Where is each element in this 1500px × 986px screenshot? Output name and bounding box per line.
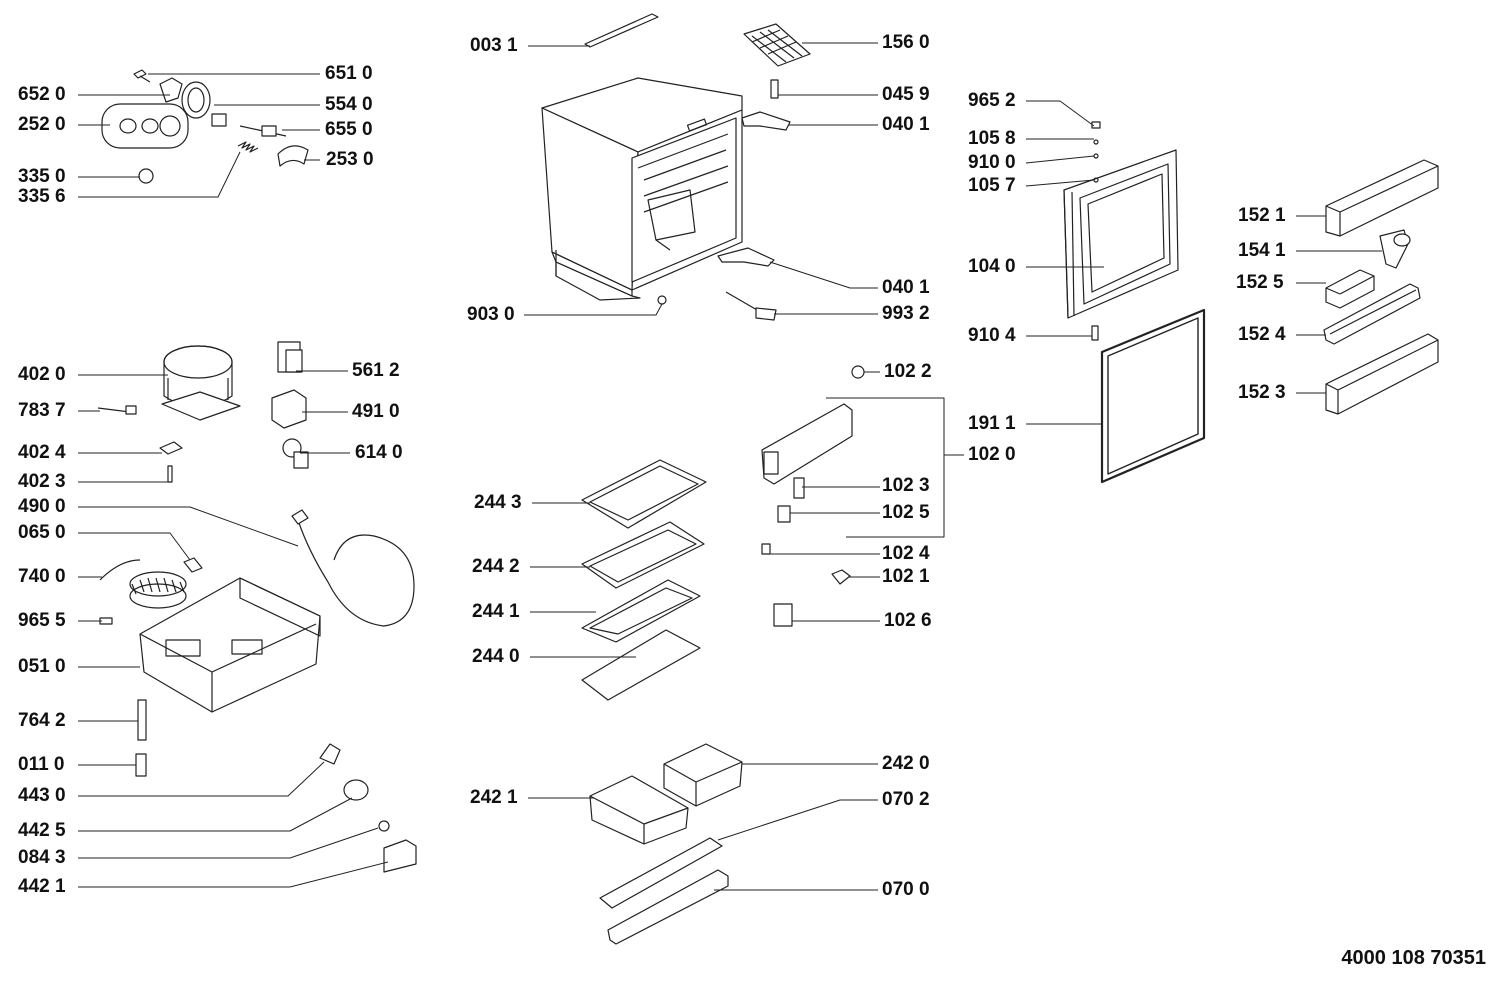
callout-label-0650: 065 0 xyxy=(18,522,66,543)
callout-label-3350: 335 0 xyxy=(18,166,66,187)
callout-label-9652: 965 2 xyxy=(968,90,1016,111)
callout-label-2443: 244 3 xyxy=(474,492,522,513)
leader-lines xyxy=(78,42,1382,891)
callout-label-0110: 011 0 xyxy=(18,754,65,775)
callout-label-6510: 651 0 xyxy=(325,63,373,84)
callout-label-1911: 191 1 xyxy=(968,413,1016,434)
callout-label-4425: 442 5 xyxy=(18,820,66,841)
callout-label-4430: 443 0 xyxy=(18,785,66,806)
callout-label-1524: 152 4 xyxy=(1238,324,1286,345)
callout-label-0459: 045 9 xyxy=(882,84,930,105)
callout-label-1022: 102 2 xyxy=(884,361,932,382)
callout-label-1025: 102 5 xyxy=(882,502,930,523)
callout-label-9104: 910 4 xyxy=(968,325,1016,346)
callout-label-2530: 253 0 xyxy=(326,149,374,170)
callout-label-7837: 783 7 xyxy=(18,400,66,421)
crisper-drawers xyxy=(589,743,743,945)
callout-label-1521: 152 1 xyxy=(1238,205,1286,226)
callout-label-4024: 402 4 xyxy=(18,442,66,463)
callout-label-1040: 104 0 xyxy=(968,256,1016,277)
callout-label-4023: 402 3 xyxy=(18,471,66,492)
callout-label-1026: 102 6 xyxy=(884,610,932,631)
callout-label-1523: 152 3 xyxy=(1238,382,1286,403)
glass-shelves xyxy=(581,459,707,701)
callout-label-0401-bottom: 040 1 xyxy=(882,277,930,298)
compressor-assembly xyxy=(97,341,309,483)
callout-label-1541: 154 1 xyxy=(1238,240,1286,261)
callout-label-4421: 442 1 xyxy=(18,876,66,897)
door-shelves xyxy=(1323,159,1439,415)
callout-label-9932: 993 2 xyxy=(882,303,930,324)
callout-label-7400: 740 0 xyxy=(18,566,66,587)
diagram-reference-code: 4000 108 70351 xyxy=(1341,947,1486,969)
callout-label-1057: 105 7 xyxy=(968,175,1016,196)
callout-label-7642: 764 2 xyxy=(18,710,66,731)
callout-label-1024: 102 4 xyxy=(882,543,930,564)
callout-label-9655: 965 5 xyxy=(18,610,66,631)
door-illustration xyxy=(1063,121,1206,484)
callout-label-1021: 102 1 xyxy=(882,566,930,587)
top-center-parts xyxy=(584,13,811,321)
callout-label-9100: 910 0 xyxy=(968,152,1016,173)
callout-label-2440: 244 0 xyxy=(472,646,520,667)
callout-label-2442: 244 2 xyxy=(472,556,520,577)
callout-label-3356: 335 6 xyxy=(18,186,66,207)
thermostat-assembly xyxy=(101,69,309,184)
callout-label-1525: 152 5 xyxy=(1236,272,1284,293)
callout-label-2520: 252 0 xyxy=(18,114,66,135)
callout-label-0031: 003 1 xyxy=(470,35,518,56)
callout-label-1020: 102 0 xyxy=(968,444,1016,465)
callout-label-2420: 242 0 xyxy=(882,753,930,774)
callout-label-0401-top: 040 1 xyxy=(882,114,930,135)
callout-label-4900: 490 0 xyxy=(18,496,66,517)
callout-label-6550: 655 0 xyxy=(325,119,373,140)
callout-label-1023: 102 3 xyxy=(882,475,930,496)
callout-label-6140: 614 0 xyxy=(355,442,403,463)
callout-label-4020: 402 0 xyxy=(18,364,66,385)
callout-label-1058: 105 8 xyxy=(968,128,1016,149)
callout-label-0702: 070 2 xyxy=(882,789,930,810)
callout-label-0510: 051 0 xyxy=(18,656,66,677)
callout-label-2441: 244 1 xyxy=(472,601,520,622)
callout-label-4910: 491 0 xyxy=(352,401,400,422)
cabinet-illustration xyxy=(541,77,743,301)
callout-label-0700: 070 0 xyxy=(882,879,930,900)
callout-label-2421: 242 1 xyxy=(470,787,518,808)
callout-label-1560: 156 0 xyxy=(882,32,930,53)
callout-label-6520: 652 0 xyxy=(18,84,66,105)
callout-label-5540: 554 0 xyxy=(325,94,373,115)
machine-base xyxy=(99,509,417,873)
callout-label-5612: 561 2 xyxy=(352,360,400,381)
freezer-flap xyxy=(761,365,865,627)
callout-label-0843: 084 3 xyxy=(18,847,66,868)
callout-label-9030: 903 0 xyxy=(467,304,515,325)
